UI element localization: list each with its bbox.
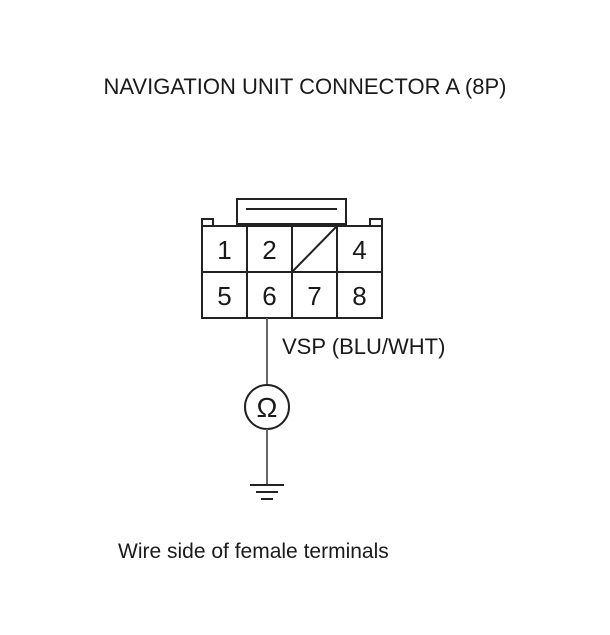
pin-labels: 1 2 4 5 6 7 8 xyxy=(217,235,366,311)
ground-icon xyxy=(250,484,284,500)
empty-cavity-slash xyxy=(291,225,338,273)
diagram-title: NAVIGATION UNIT CONNECTOR A (8P) xyxy=(104,74,507,99)
pin-6-label: 6 xyxy=(262,281,276,311)
pin-8-label: 8 xyxy=(352,281,366,311)
connector-housing xyxy=(201,198,383,319)
lock-tab-outer xyxy=(236,198,347,225)
ohm-symbol: Ω xyxy=(257,392,278,423)
ohmmeter-icon: Ω xyxy=(244,384,290,430)
pin-5-label: 5 xyxy=(217,281,231,311)
pin-4-label: 4 xyxy=(352,235,366,265)
pin-2-label: 2 xyxy=(262,235,276,265)
pin-1-label: 1 xyxy=(217,235,231,265)
diagram-caption: Wire side of female terminals xyxy=(118,540,389,563)
wire-label: VSP (BLU/WHT) xyxy=(282,334,445,359)
pin-7-label: 7 xyxy=(307,281,321,311)
